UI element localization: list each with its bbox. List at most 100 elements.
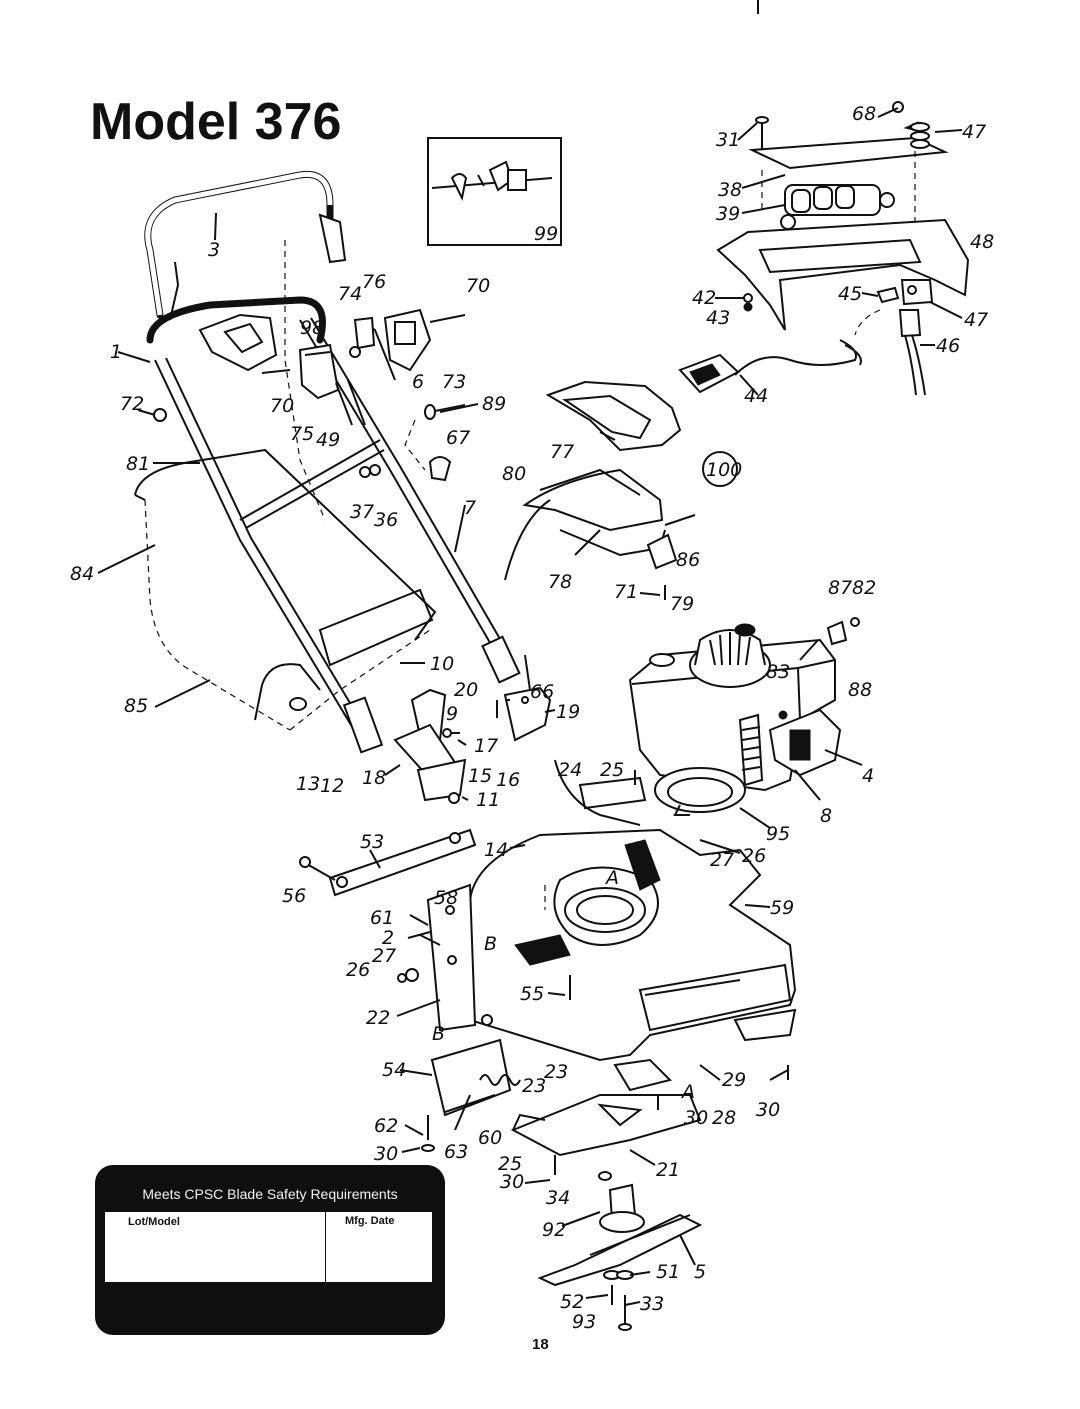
part-label: 75 — [290, 423, 314, 445]
part-label: 11 — [476, 789, 500, 811]
control-cable — [284, 240, 326, 521]
part-label: 67 — [446, 427, 470, 449]
height-adjusters — [393, 654, 552, 804]
part-label: 66 — [530, 681, 554, 703]
part-label: B — [432, 1023, 445, 1045]
control-cable-2 — [404, 419, 426, 471]
part-label: 95 — [766, 823, 790, 845]
part-label: 56 — [282, 885, 306, 907]
part-label: 63 — [444, 1141, 468, 1163]
rear-deflector — [504, 380, 696, 600]
part-label: 78 — [548, 571, 572, 593]
part-label: 30 — [374, 1143, 398, 1165]
part-label: 61 — [370, 907, 394, 929]
part-label: 30 — [684, 1107, 708, 1129]
part-label: 33 — [640, 1293, 664, 1315]
part-label: 27 — [372, 945, 396, 967]
part-label: 29 — [722, 1069, 746, 1091]
ignition-wiring — [678, 279, 934, 396]
part-label: 20 — [454, 679, 478, 701]
blade-assembly — [537, 1171, 703, 1331]
part-label: 76 — [362, 271, 386, 293]
part-label: 28 — [712, 1107, 736, 1129]
part-label: 85 — [124, 695, 148, 717]
part-label: 17 — [474, 735, 498, 757]
part-label: 70 — [466, 275, 490, 297]
safety-label-heading: Meets CPSC Blade Safety Requirements — [142, 1186, 398, 1202]
part-label: 87 — [828, 577, 852, 599]
lot-model-field-label: Lot/Model — [128, 1216, 180, 1228]
part-label: 37 — [350, 501, 374, 523]
part-label: 83 — [766, 661, 790, 683]
part-label: 59 — [770, 897, 794, 919]
part-label: 15 — [468, 765, 492, 787]
leader-lines — [97, 107, 963, 1306]
part-label: 53 — [360, 831, 384, 853]
bracket-24-25 — [554, 759, 647, 826]
part-label: 89 — [482, 393, 506, 415]
part-label: 86 — [676, 549, 700, 571]
part-label: 10 — [430, 653, 454, 675]
page-number: 18 — [532, 1336, 549, 1353]
part-label: 93 — [572, 1311, 596, 1333]
part-label: 13 — [296, 773, 320, 795]
part-label: 30 — [756, 1099, 780, 1121]
part-label: 99 — [534, 223, 558, 245]
part-label: 7 — [464, 497, 476, 519]
engine — [628, 617, 860, 792]
upper-handle — [144, 170, 347, 372]
part-label: 47 — [962, 121, 986, 143]
safety-label-divider — [325, 1212, 326, 1282]
part-label: 26 — [742, 845, 766, 867]
part-label: 39 — [716, 203, 740, 225]
part-label: 21 — [656, 1159, 680, 1181]
part-label: 25 — [600, 759, 624, 781]
part-label: 26 — [346, 959, 370, 981]
part-label: 45 — [838, 283, 862, 305]
part-label: 19 — [556, 701, 580, 723]
rear-door — [421, 1014, 521, 1152]
part-label: 68 — [852, 103, 876, 125]
part-label: 71 — [614, 581, 638, 603]
part-label: 62 — [374, 1115, 398, 1137]
part-label: 5 — [694, 1261, 706, 1283]
part-label: 79 — [670, 593, 694, 615]
part-label: 24 — [558, 759, 582, 781]
part-label: 46 — [936, 335, 960, 357]
part-label: 51 — [656, 1261, 680, 1283]
part-number-labels: 68 47 31 38 39 48 42 43 45 47 46 44 99 3… — [70, 103, 994, 1333]
part-label: 3 — [208, 239, 220, 261]
part-label: 80 — [502, 463, 526, 485]
part-label: 70 — [270, 395, 294, 417]
part-label: 12 — [320, 775, 344, 797]
control-brackets — [261, 308, 466, 426]
part-label: 14 — [484, 839, 508, 861]
part-label: 34 — [546, 1187, 570, 1209]
page-title: Model 376 — [90, 93, 342, 151]
battery-assembly — [716, 101, 970, 331]
part-label: 49 — [316, 429, 340, 451]
part-label: 81 — [126, 453, 150, 475]
part-label: 84 — [70, 563, 94, 585]
rear-axle — [299, 828, 477, 897]
part-label: 44 — [744, 385, 768, 407]
part-label: 36 — [374, 509, 398, 531]
part-label: 47 — [964, 309, 988, 331]
safety-label-field — [105, 1212, 432, 1282]
part-label: 27 — [710, 849, 734, 871]
part-label: 43 — [706, 307, 730, 329]
part-label: 25 — [498, 1153, 522, 1175]
part-label: 38 — [718, 179, 742, 201]
part-label: 6 — [412, 371, 424, 393]
part-label: 92 — [542, 1219, 566, 1241]
part-label: 72 — [120, 393, 144, 415]
part-label: 60 — [478, 1127, 502, 1149]
part-label: 23 — [522, 1075, 546, 1097]
part-label: 58 — [434, 887, 458, 909]
part-label: 55 — [520, 983, 544, 1005]
part-label: 88 — [848, 679, 872, 701]
mfg-date-field-label: Mfg. Date — [345, 1215, 395, 1227]
wheel-bracket — [397, 883, 477, 1032]
part-label: B — [484, 933, 497, 955]
